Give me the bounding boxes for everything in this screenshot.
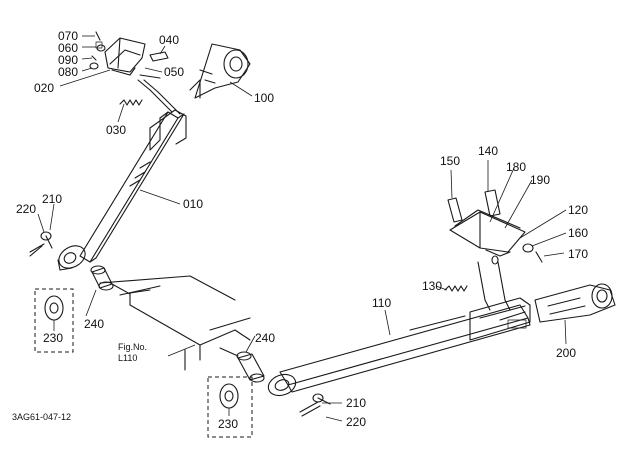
pins-topleft — [89, 31, 169, 79]
callout-240-left: 240 — [84, 317, 105, 331]
lower-link-left — [57, 109, 187, 271]
callout-020: 020 — [34, 81, 55, 95]
link-end-200 — [534, 283, 616, 323]
spring-left — [119, 79, 181, 115]
callout-190: 190 — [530, 173, 551, 187]
top-bracket-left — [104, 37, 146, 76]
kit-box-left — [34, 288, 74, 353]
figure-ref-line1: Fig.No. — [118, 342, 148, 352]
pin-left — [29, 231, 53, 257]
callout-210-right: 210 — [346, 396, 367, 410]
callout-090: 090 — [58, 53, 79, 67]
pins-right — [447, 189, 543, 265]
callout-060: 060 — [58, 41, 79, 55]
callout-120: 120 — [568, 203, 589, 217]
washer-right — [219, 383, 239, 409]
callout-170: 170 — [568, 247, 589, 261]
callout-220-left: 220 — [16, 202, 37, 216]
bushing-left — [90, 265, 131, 295]
link-end-100 — [189, 43, 251, 99]
spring-right — [444, 261, 511, 311]
callout-070: 070 — [58, 29, 79, 43]
callout-160: 160 — [568, 226, 589, 240]
callout-140: 140 — [478, 144, 499, 158]
callout-110: 110 — [372, 296, 392, 310]
callout-050: 050 — [164, 65, 185, 79]
callout-220-right: 220 — [346, 415, 367, 429]
callout-240-right: 240 — [255, 331, 276, 345]
pin-right — [299, 393, 331, 417]
drawing-code: 3AG61-047-12 — [12, 412, 72, 422]
lower-link-right — [267, 297, 531, 397]
hitch-frame — [99, 275, 251, 371]
leader-lines — [37, 35, 567, 422]
callout-210-left: 210 — [42, 192, 63, 206]
callout-080: 080 — [58, 65, 79, 79]
callout-230-left: 230 — [43, 331, 64, 345]
callout-040: 040 — [159, 33, 180, 47]
callout-010: 010 — [183, 197, 204, 211]
callout-030: 030 — [106, 123, 127, 137]
top-bracket-right — [449, 209, 526, 257]
kit-box-right — [207, 376, 253, 438]
callout-230-right: 230 — [218, 417, 239, 431]
figure-ref-line2: L110 — [118, 353, 138, 363]
callout-200: 200 — [556, 346, 577, 360]
washer-left — [44, 295, 64, 321]
callout-100: 100 — [254, 91, 275, 105]
bushing-right — [219, 347, 265, 383]
callout-180: 180 — [506, 160, 527, 174]
callout-150: 150 — [440, 154, 461, 168]
callout-130: 130 — [422, 279, 443, 293]
